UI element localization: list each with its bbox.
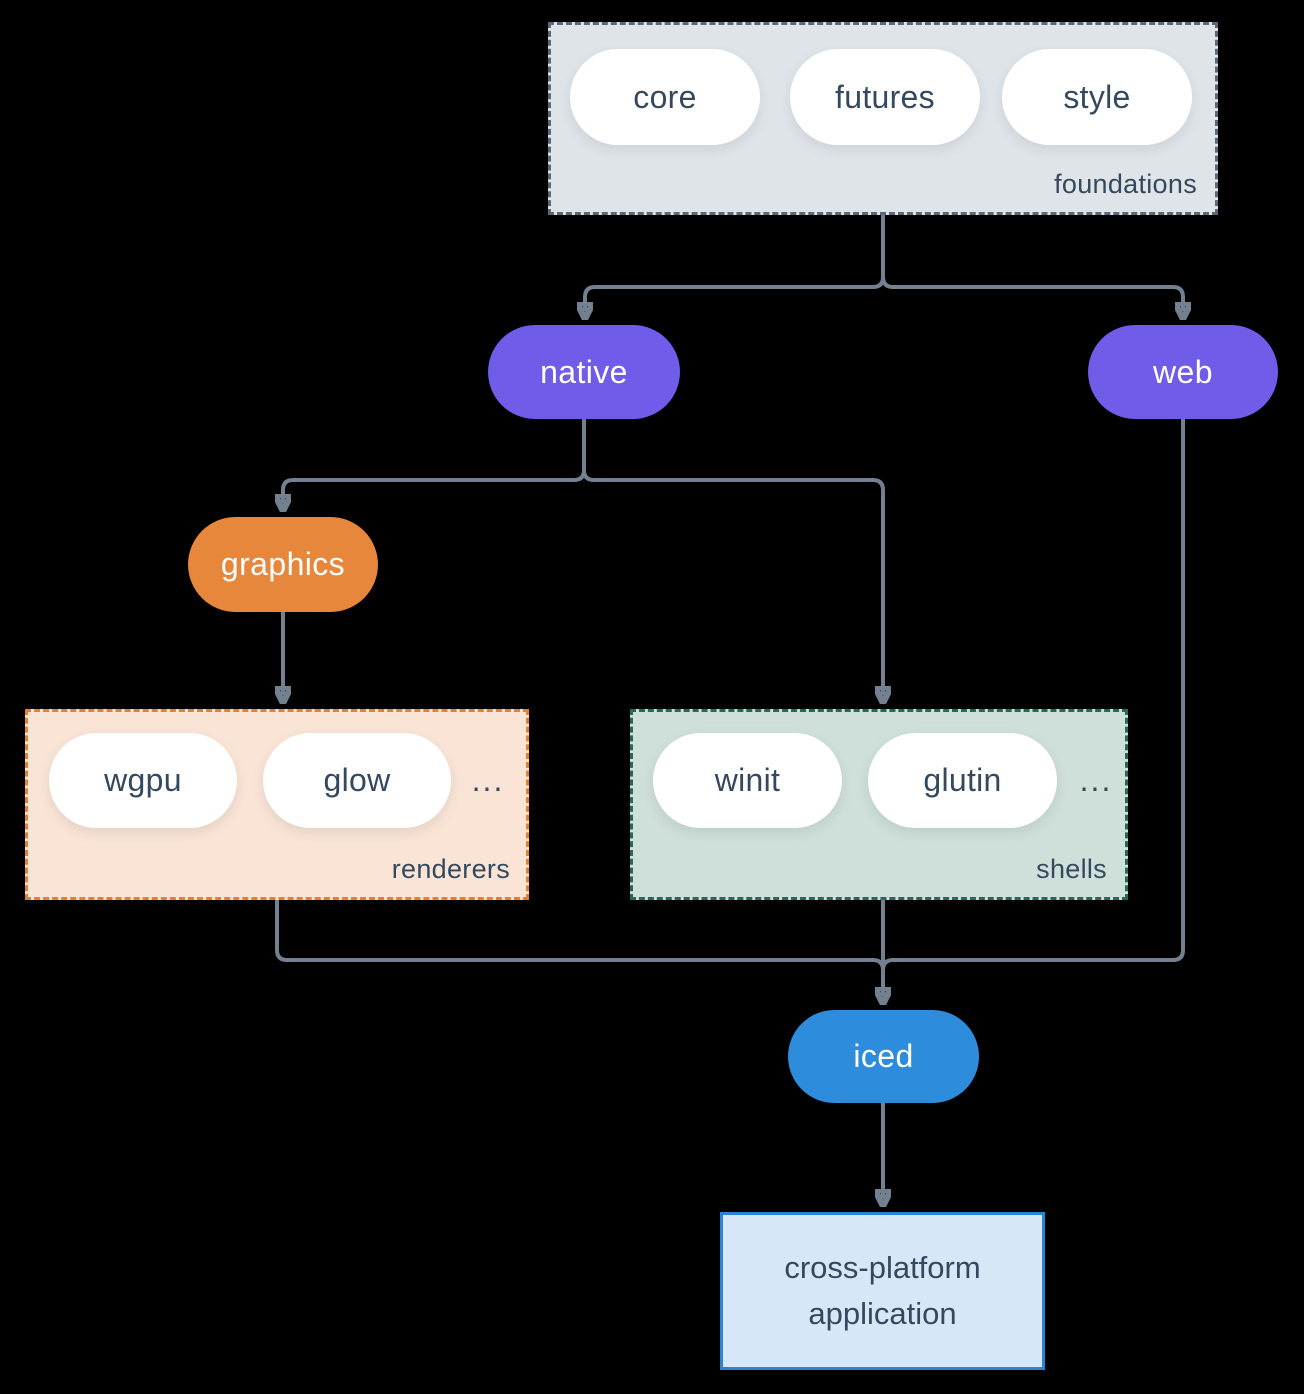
pill-style: style bbox=[1002, 49, 1192, 145]
pill-glow: glow bbox=[263, 733, 451, 828]
pill-wgpu-label: wgpu bbox=[104, 762, 182, 798]
edge-web-to-iced bbox=[881, 419, 1185, 996]
application-box: cross-platform application bbox=[720, 1212, 1045, 1370]
application-line-1: cross-platform bbox=[784, 1249, 981, 1285]
shells-ellipsis: ... bbox=[1079, 762, 1113, 798]
pill-wgpu: wgpu bbox=[49, 733, 237, 828]
pill-glutin-label: glutin bbox=[923, 762, 1002, 798]
node-native-label: native bbox=[540, 353, 628, 390]
renderers-group: wgpu glow ... renderers bbox=[25, 709, 529, 900]
edge-foundations-to-native bbox=[585, 215, 885, 311]
shells-group: winit glutin ... shells bbox=[630, 709, 1128, 900]
pill-style-label: style bbox=[1063, 78, 1131, 115]
node-graphics-label: graphics bbox=[220, 546, 346, 582]
foundations-group-label: foundations bbox=[1054, 169, 1197, 199]
edge-foundations-to-web bbox=[881, 215, 1183, 311]
pill-glutin: glutin bbox=[868, 733, 1057, 828]
renderers-group-label: renderers bbox=[391, 854, 510, 884]
node-web-label: web bbox=[1153, 353, 1213, 390]
edge-renderers-to-iced bbox=[275, 900, 885, 996]
edge-native-to-shells bbox=[582, 419, 883, 695]
node-iced-label: iced bbox=[853, 1038, 914, 1074]
application-line-2: application bbox=[808, 1296, 957, 1331]
foundations-group: core futures style foundations bbox=[548, 22, 1218, 215]
renderers-ellipsis: ... bbox=[471, 762, 505, 798]
node-native: native bbox=[488, 325, 680, 419]
pill-glow-label: glow bbox=[323, 762, 391, 798]
edge-native-to-graphics bbox=[283, 419, 586, 503]
pill-winit: winit bbox=[653, 733, 842, 828]
shells-group-label: shells bbox=[1036, 854, 1107, 884]
pill-futures: futures bbox=[790, 49, 980, 145]
node-web: web bbox=[1088, 325, 1278, 419]
pill-winit-label: winit bbox=[714, 762, 781, 798]
node-graphics: graphics bbox=[188, 517, 378, 612]
pill-core: core bbox=[570, 49, 760, 145]
pill-futures-label: futures bbox=[835, 78, 935, 115]
node-iced: iced bbox=[788, 1010, 979, 1103]
pill-core-label: core bbox=[633, 78, 697, 115]
